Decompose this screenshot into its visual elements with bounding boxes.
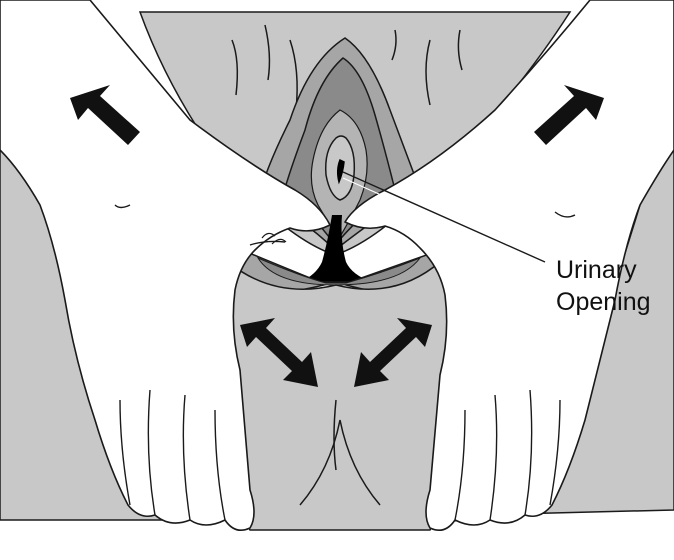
callout-label-line1: Urinary: [556, 255, 637, 285]
callout-label-line2: Opening: [556, 287, 651, 317]
